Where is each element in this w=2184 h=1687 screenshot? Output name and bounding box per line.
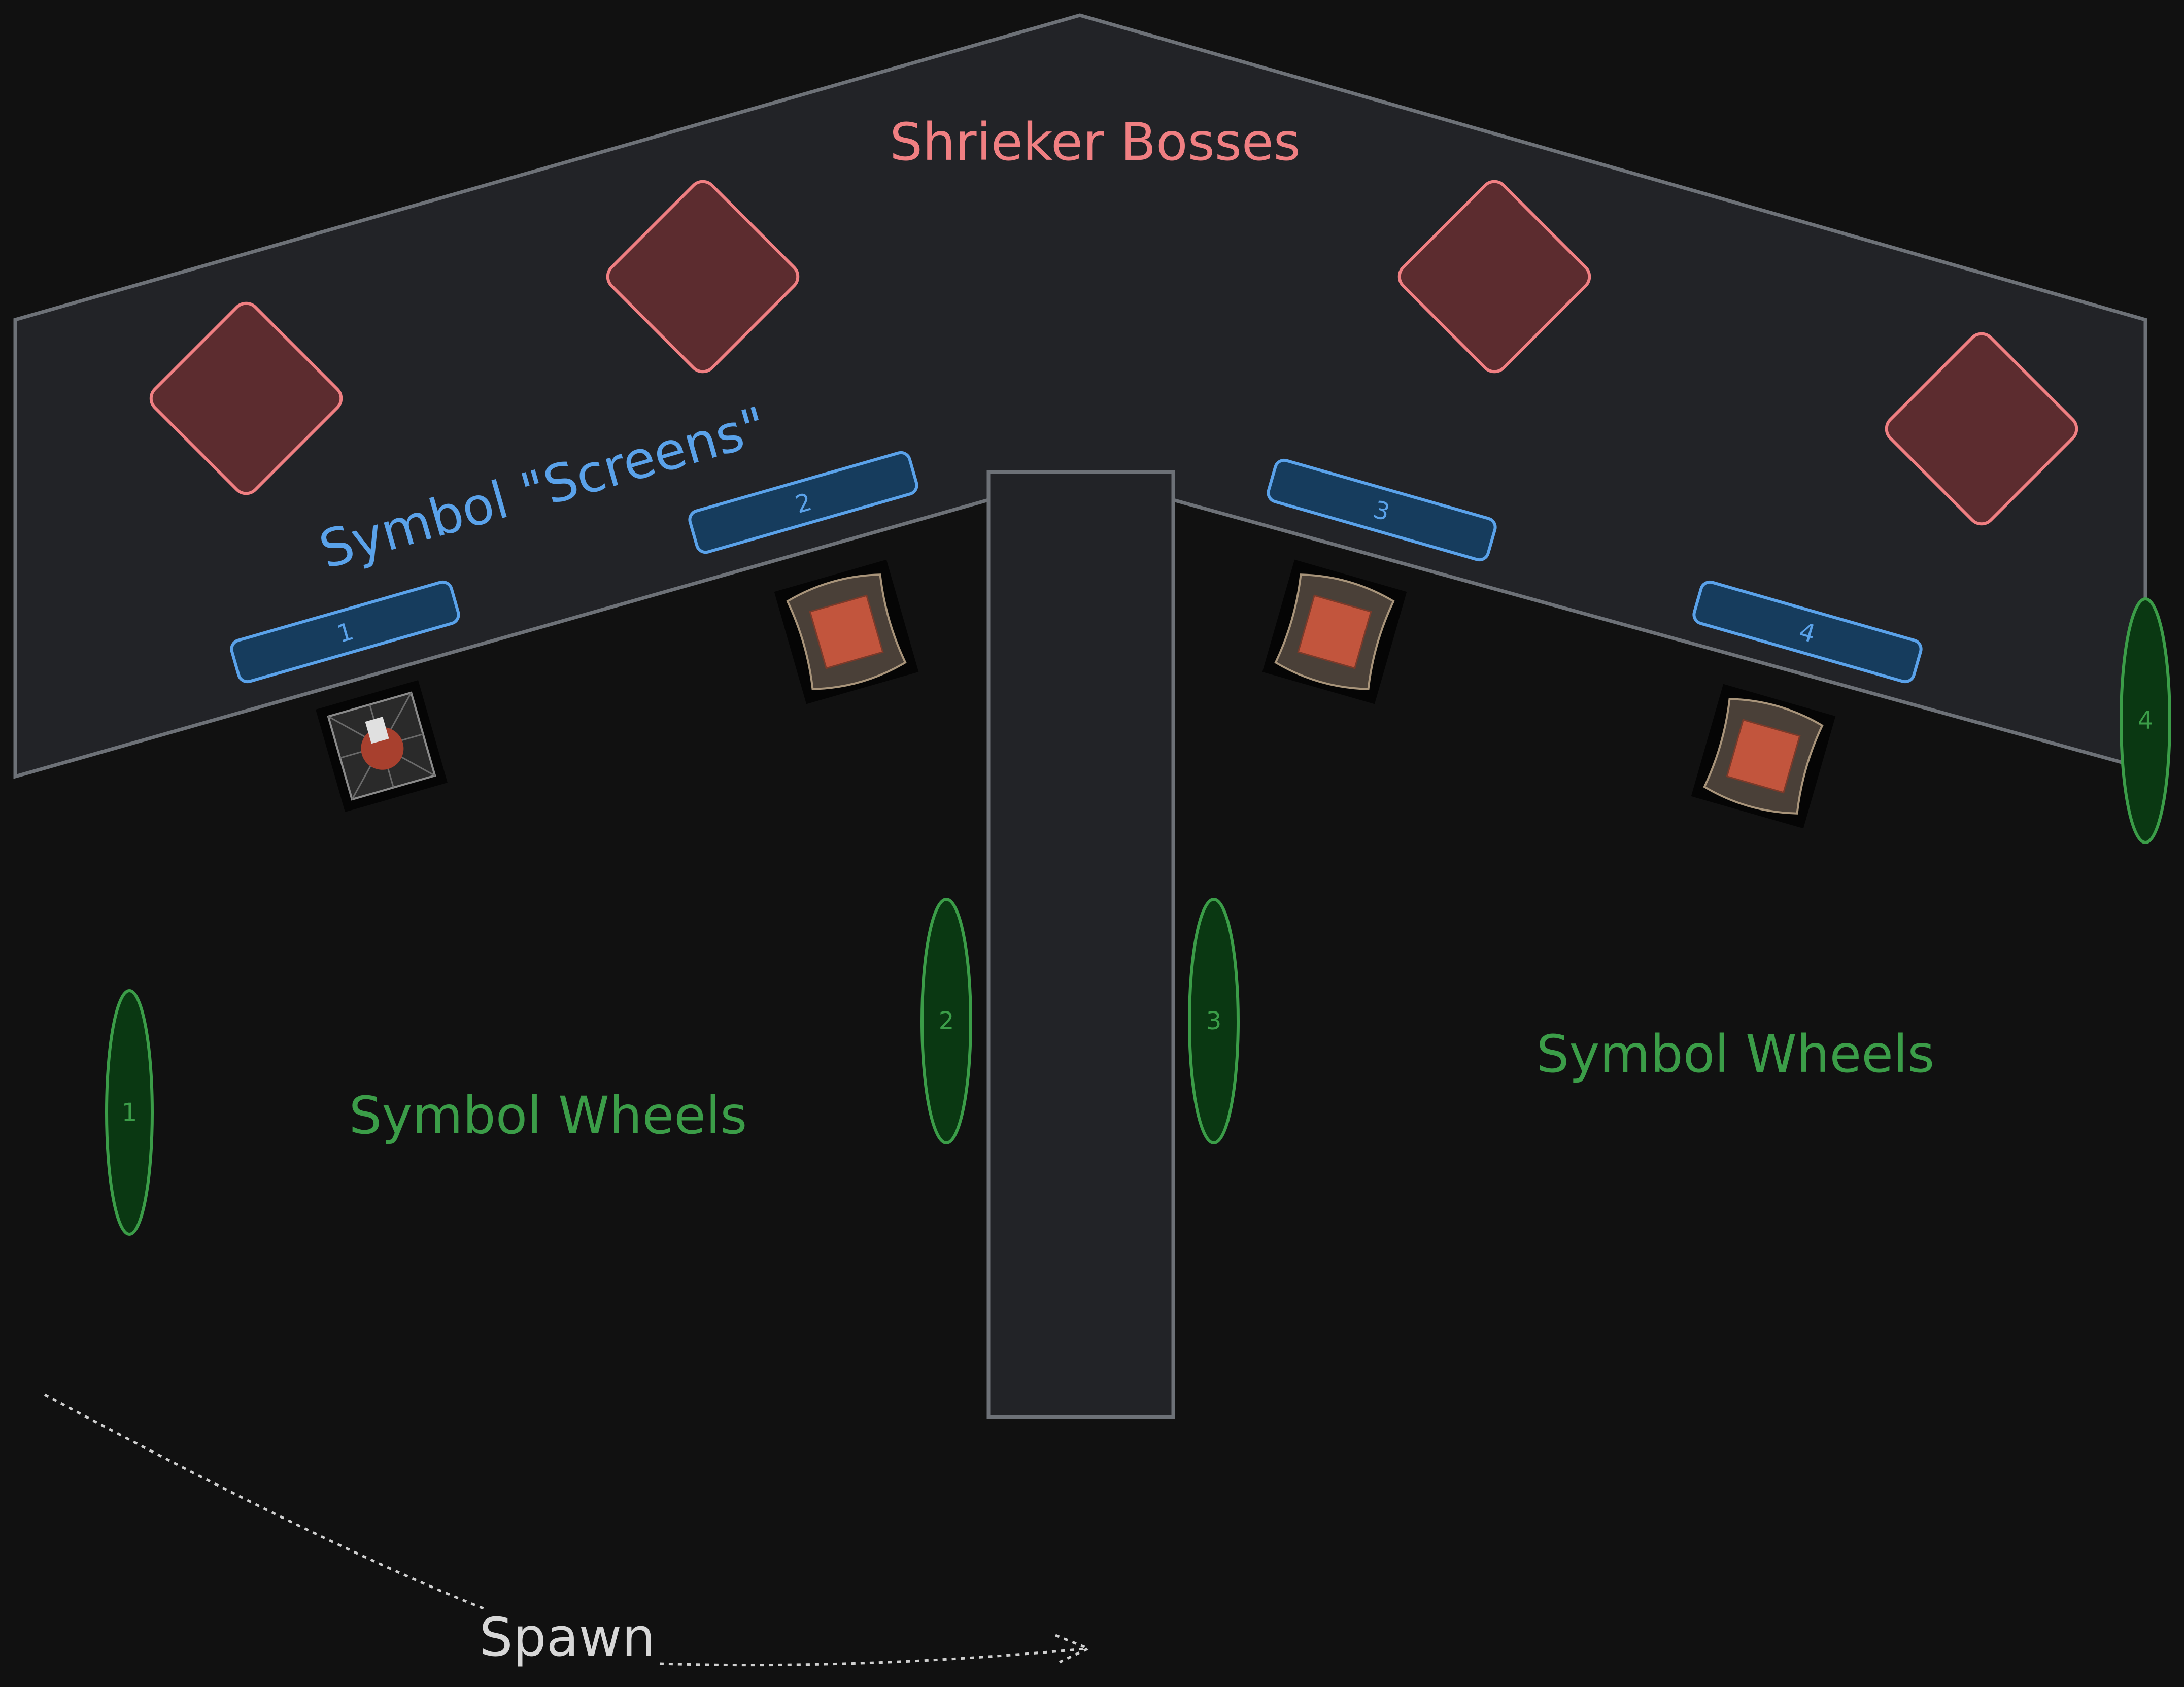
spawn-label: Spawn bbox=[480, 1606, 656, 1668]
shrieker-boss-1 bbox=[149, 301, 343, 495]
symbol-tile-4 bbox=[1691, 684, 1836, 829]
central-pillar bbox=[986, 470, 1175, 1419]
symbol-wheel-2: 2 bbox=[920, 898, 972, 1144]
symbol-screen-3: 3 bbox=[1267, 458, 1497, 562]
symbol-wheel-3: 3 bbox=[1188, 898, 1240, 1144]
symbol-screen-2: 2 bbox=[688, 451, 918, 554]
symbol-screen-1: 1 bbox=[230, 580, 460, 684]
wheel-number: 3 bbox=[1206, 1007, 1222, 1035]
shrieker-boss-4 bbox=[1885, 332, 2078, 526]
symbol-tile-2 bbox=[774, 559, 919, 704]
wheel-number: 2 bbox=[939, 1007, 954, 1035]
symbol-tile-1 bbox=[316, 680, 448, 812]
symbol-wheels-label-left: Symbol Wheels bbox=[349, 1086, 747, 1146]
shrieker-bosses-label: Shrieker Bosses bbox=[890, 112, 1301, 173]
symbol-wheel-1: 1 bbox=[105, 989, 154, 1236]
wheel-number: 4 bbox=[2138, 706, 2154, 735]
symbol-wheels-label-right: Symbol Wheels bbox=[1537, 1024, 1935, 1085]
spawn-path-arrow bbox=[659, 1634, 1092, 1667]
wheel-number: 1 bbox=[122, 1098, 138, 1127]
symbol-wheel-4: 4 bbox=[2120, 597, 2171, 844]
symbol-screen-4: 4 bbox=[1692, 580, 1923, 684]
shrieker-boss-2 bbox=[606, 180, 800, 374]
symbol-tile-3 bbox=[1262, 559, 1407, 704]
shrieker-boss-3 bbox=[1397, 180, 1591, 374]
spawn-path bbox=[44, 1393, 488, 1611]
